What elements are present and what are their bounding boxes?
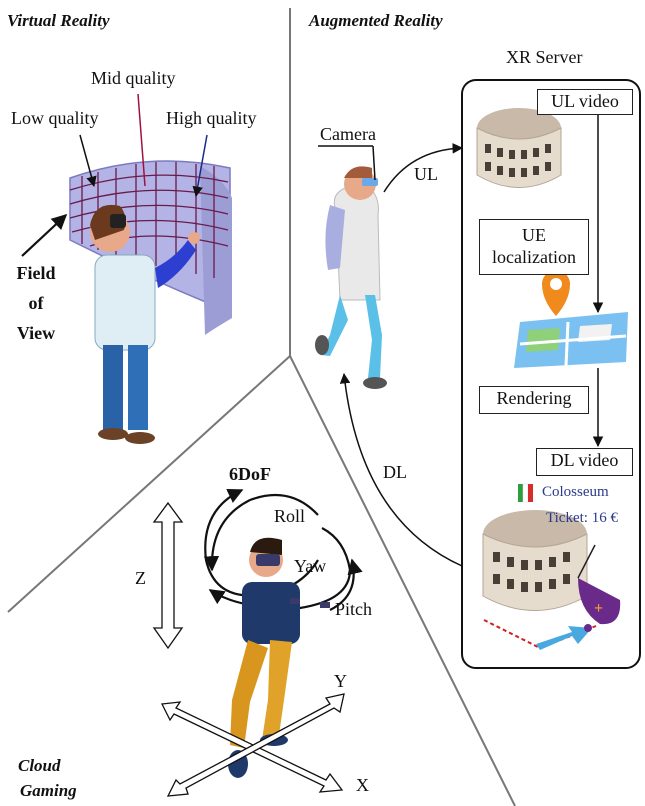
cg-title-line-1: Cloud — [18, 756, 61, 775]
poi-name-label: Colosseum — [542, 484, 609, 500]
xy-axes — [161, 693, 345, 797]
vr-panel-title: Virtual Reality — [7, 11, 110, 30]
section-dividers — [7, 8, 516, 806]
map-pin-icon — [542, 270, 570, 316]
dl-video-label: DL video — [550, 450, 619, 470]
cg-title-line-2: Gaming — [20, 781, 77, 800]
ar-route-arrow-icon — [536, 626, 592, 650]
fov-line-2: of — [28, 293, 44, 313]
rendering-box: Rendering — [479, 386, 589, 414]
vr-quality-pointers — [21, 93, 208, 257]
dl-label: DL — [383, 462, 407, 482]
ar-ul-arrow — [383, 143, 464, 193]
map-icon — [514, 312, 628, 368]
y-axis-label: Y — [334, 671, 347, 691]
ue-localization-box: UE localization — [479, 219, 589, 275]
rendering-label: Rendering — [496, 388, 572, 408]
poi-pin-icon: + — [577, 544, 621, 632]
six-dof-label: 6DoF — [229, 464, 271, 484]
fov-line-3: View — [16, 323, 56, 343]
z-axis-label: Z — [135, 568, 146, 588]
low-quality-label: Low quality — [11, 108, 99, 128]
ue-localization-line-1: UE — [522, 225, 546, 245]
z-axis-arrow — [152, 501, 184, 650]
colosseum-top-icon — [476, 108, 562, 188]
ar-panel-title: Augmented Reality — [309, 11, 443, 30]
xr-server-label: XR Server — [506, 47, 583, 67]
fov-line-1: Field — [16, 263, 56, 283]
ue-localization-line-2: localization — [492, 247, 576, 267]
roll-label: Roll — [274, 506, 306, 526]
high-quality-label: High quality — [166, 108, 257, 128]
ar-dl-arrow — [339, 372, 463, 567]
vr-user — [90, 204, 200, 444]
field-of-view-label: Field of View — [8, 258, 64, 348]
ul-video-label: UL video — [551, 91, 619, 111]
italy-flag-icon — [518, 483, 533, 503]
x-axis-label: X — [356, 775, 369, 795]
pitch-label: Pitch — [335, 599, 373, 619]
dl-video-box: DL video — [536, 448, 633, 476]
ul-video-box: UL video — [537, 89, 633, 115]
yaw-label: Yaw — [294, 556, 327, 576]
camera-label: Camera — [320, 124, 376, 144]
colosseum-ar-icon — [482, 510, 588, 611]
mid-quality-label: Mid quality — [91, 68, 176, 88]
svg-text:+: + — [594, 600, 603, 617]
ticket-price-label: Ticket: 16 € — [546, 510, 618, 526]
ul-label: UL — [414, 164, 438, 184]
ar-camera-pointer — [318, 145, 376, 181]
ar-walker — [315, 166, 387, 389]
